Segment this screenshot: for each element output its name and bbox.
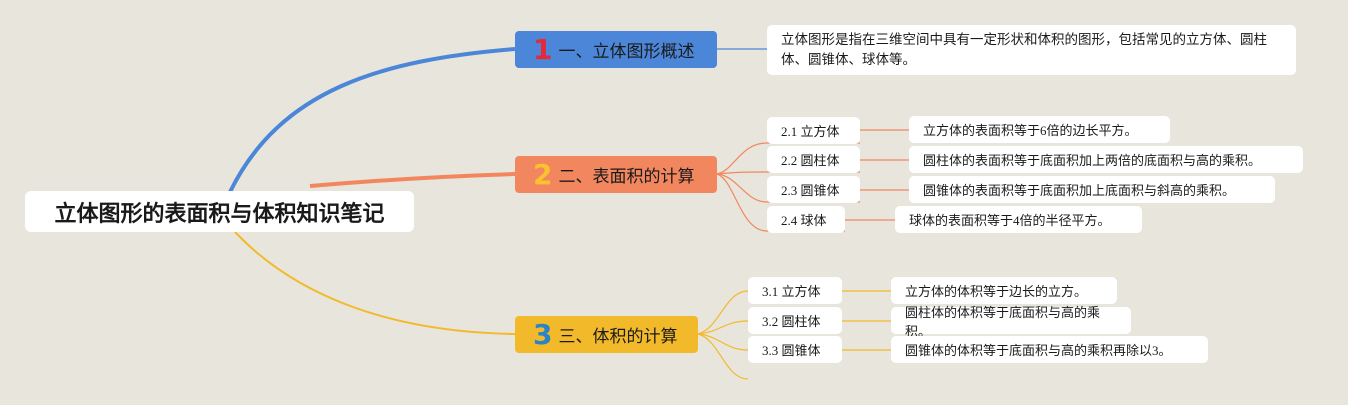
description-text: 立体图形是指在三维空间中具有一定形状和体积的图形，包括常见的立方体、圆柱体、圆锥… (781, 32, 1267, 67)
subtopic-2-2[interactable]: 2.2 圆柱体 (767, 146, 860, 173)
detail-text: 球体的表面积等于4倍的半径平方。 (909, 213, 1111, 228)
branch-number-1: 1 (533, 32, 553, 66)
connector-root-branch-2 (309, 172, 516, 188)
branch-label-3: 三、体积的计算 (558, 327, 678, 347)
connector-b2-item3 (716, 173, 768, 203)
subtopic-label: 3.3 圆锥体 (762, 343, 821, 358)
connector-b3-item3 (697, 333, 749, 351)
detail-text: 圆柱体的表面积等于底面积加上两倍的底面积与高的乘积。 (923, 153, 1262, 168)
connector-b2-item4 (716, 173, 768, 232)
branch-label-2: 二、表面积的计算 (558, 167, 695, 187)
subtopic-2-1[interactable]: 2.1 立方体 (767, 117, 860, 144)
subtopic-3-1[interactable]: 3.1 立方体 (748, 277, 842, 304)
detail-2-3[interactable]: 圆锥体的表面积等于底面积加上底面积与斜高的乘积。 (909, 176, 1275, 203)
connector-b3-item1 (697, 290, 749, 335)
subtopic-3-2[interactable]: 3.2 圆柱体 (748, 307, 842, 334)
detail-2-4[interactable]: 球体的表面积等于4倍的半径平方。 (895, 206, 1142, 233)
detail-text: 立方体的表面积等于6倍的边长平方。 (923, 123, 1138, 138)
detail-text: 立方体的体积等于边长的立方。 (905, 284, 1088, 299)
subtopic-label: 2.4 球体 (781, 213, 827, 228)
branch-label-1: 一、立体图形概述 (558, 42, 695, 62)
connector-b3-item2 (697, 320, 749, 335)
branch-number-2: 2 (533, 157, 553, 191)
branch-topic-3[interactable]: 3 三、体积的计算 (515, 316, 698, 353)
detail-text: 圆柱体的体积等于底面积与高的乘积。 (905, 304, 1101, 339)
detail-2-1[interactable]: 立方体的表面积等于6倍的边长平方。 (909, 116, 1170, 143)
branch-1-description[interactable]: 立体图形是指在三维空间中具有一定形状和体积的图形，包括常见的立方体、圆柱体、圆锥… (767, 25, 1296, 75)
branch-topic-2[interactable]: 2 二、表面积的计算 (515, 156, 717, 193)
root-topic[interactable]: 立体图形的表面积与体积知识笔记 (25, 191, 414, 232)
subtopic-label: 2.2 圆柱体 (781, 153, 840, 168)
subtopic-label: 3.2 圆柱体 (762, 314, 821, 329)
detail-3-1[interactable]: 立方体的体积等于边长的立方。 (891, 277, 1117, 304)
subtopic-label: 3.1 立方体 (762, 284, 821, 299)
subtopic-3-3[interactable]: 3.3 圆锥体 (748, 336, 842, 363)
detail-text: 圆锥体的表面积等于底面积加上底面积与斜高的乘积。 (923, 183, 1236, 198)
branch-topic-1[interactable]: 1 一、立体图形概述 (515, 31, 717, 68)
subtopic-label: 2.1 立方体 (781, 124, 840, 139)
connector-root-branch-1 (228, 47, 516, 193)
connector-root-branch-3 (234, 231, 516, 335)
detail-text: 圆锥体的体积等于底面积与高的乘积再除以3。 (905, 343, 1172, 358)
detail-3-2[interactable]: 圆柱体的体积等于底面积与高的乘积。 (891, 305, 1131, 339)
detail-3-3[interactable]: 圆锥体的体积等于底面积与高的乘积再除以3。 (891, 336, 1208, 363)
subtopic-2-3[interactable]: 2.3 圆锥体 (767, 176, 860, 203)
subtopic-label: 2.3 圆锥体 (781, 183, 840, 198)
root-title: 立体图形的表面积与体积知识笔记 (54, 201, 385, 227)
connector-b2-item1 (716, 142, 768, 175)
connector-b3-tail (697, 333, 749, 380)
detail-2-2[interactable]: 圆柱体的表面积等于底面积加上两倍的底面积与高的乘积。 (909, 146, 1303, 173)
subtopic-2-4[interactable]: 2.4 球体 (767, 206, 845, 233)
branch-number-3: 3 (533, 317, 553, 351)
connector-b2-item2 (716, 171, 768, 175)
